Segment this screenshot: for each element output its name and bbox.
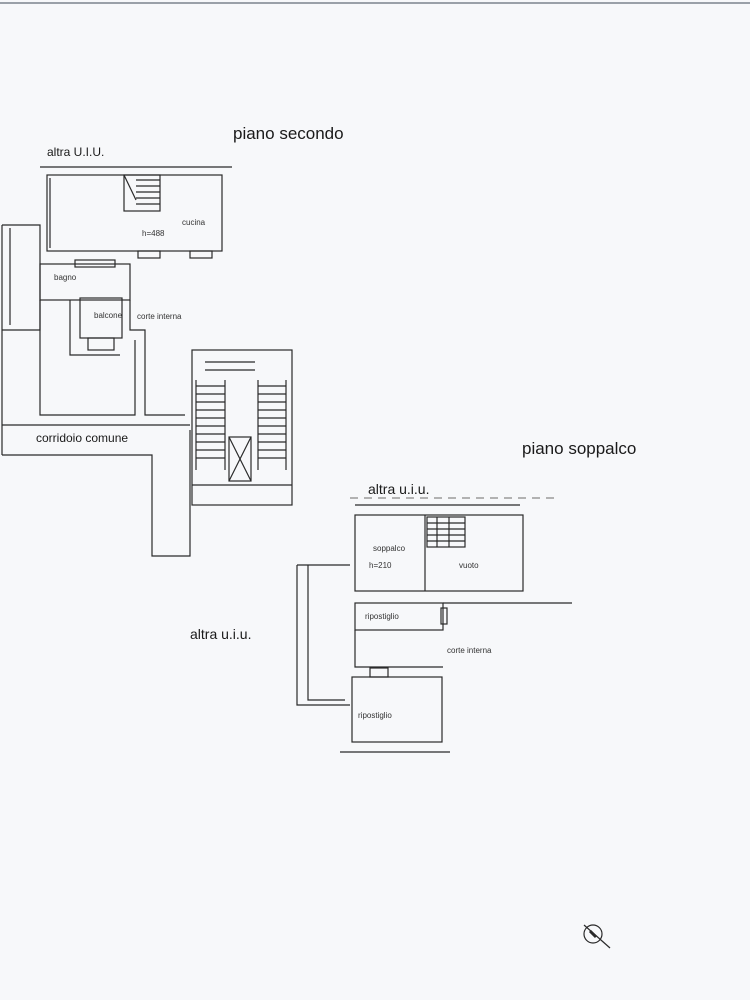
- lower-neighbor-left-label: altra u.i.u.: [190, 626, 252, 642]
- soppalco-walls: [354, 514, 524, 592]
- corte-upper-label: corte interna: [137, 312, 182, 321]
- upper-plan-title: piano secondo: [233, 124, 344, 143]
- height-upper-label: h=488: [142, 229, 165, 238]
- kitchen-walls: [46, 174, 223, 252]
- lower-neighbor-top-label: altra u.i.u.: [368, 481, 430, 497]
- ripostiglio-1-walls: [354, 602, 444, 631]
- bagno-label: bagno: [54, 273, 77, 282]
- ripostiglio-2-label: ripostiglio: [358, 711, 392, 720]
- height-lower-label: h=210: [369, 561, 392, 570]
- kitchen-stair: [123, 174, 161, 212]
- soppalco-label: soppalco: [373, 544, 406, 553]
- ripostiglio-2-walls: [351, 676, 443, 743]
- cucina-label: cucina: [182, 218, 206, 227]
- ripostiglio-1-label: ripostiglio: [365, 612, 399, 621]
- vuoto-label: vuoto: [459, 561, 479, 570]
- upper-neighbor-label: altra U.I.U.: [47, 145, 105, 159]
- balcone-label: balcone: [94, 311, 123, 320]
- main-stairwell: [191, 349, 293, 506]
- upper-plan: [1, 166, 293, 557]
- window: [189, 250, 213, 259]
- lower-plan: [296, 497, 572, 753]
- soppalco-stair: [426, 516, 466, 548]
- corte-lower-label: corte interna: [447, 646, 492, 655]
- corridoio-label: corridoio comune: [36, 431, 129, 445]
- bagno-walls: [39, 263, 131, 301]
- north-arrow-icon: [583, 924, 611, 949]
- window: [137, 250, 161, 259]
- lower-plan-title: piano soppalco: [522, 439, 637, 458]
